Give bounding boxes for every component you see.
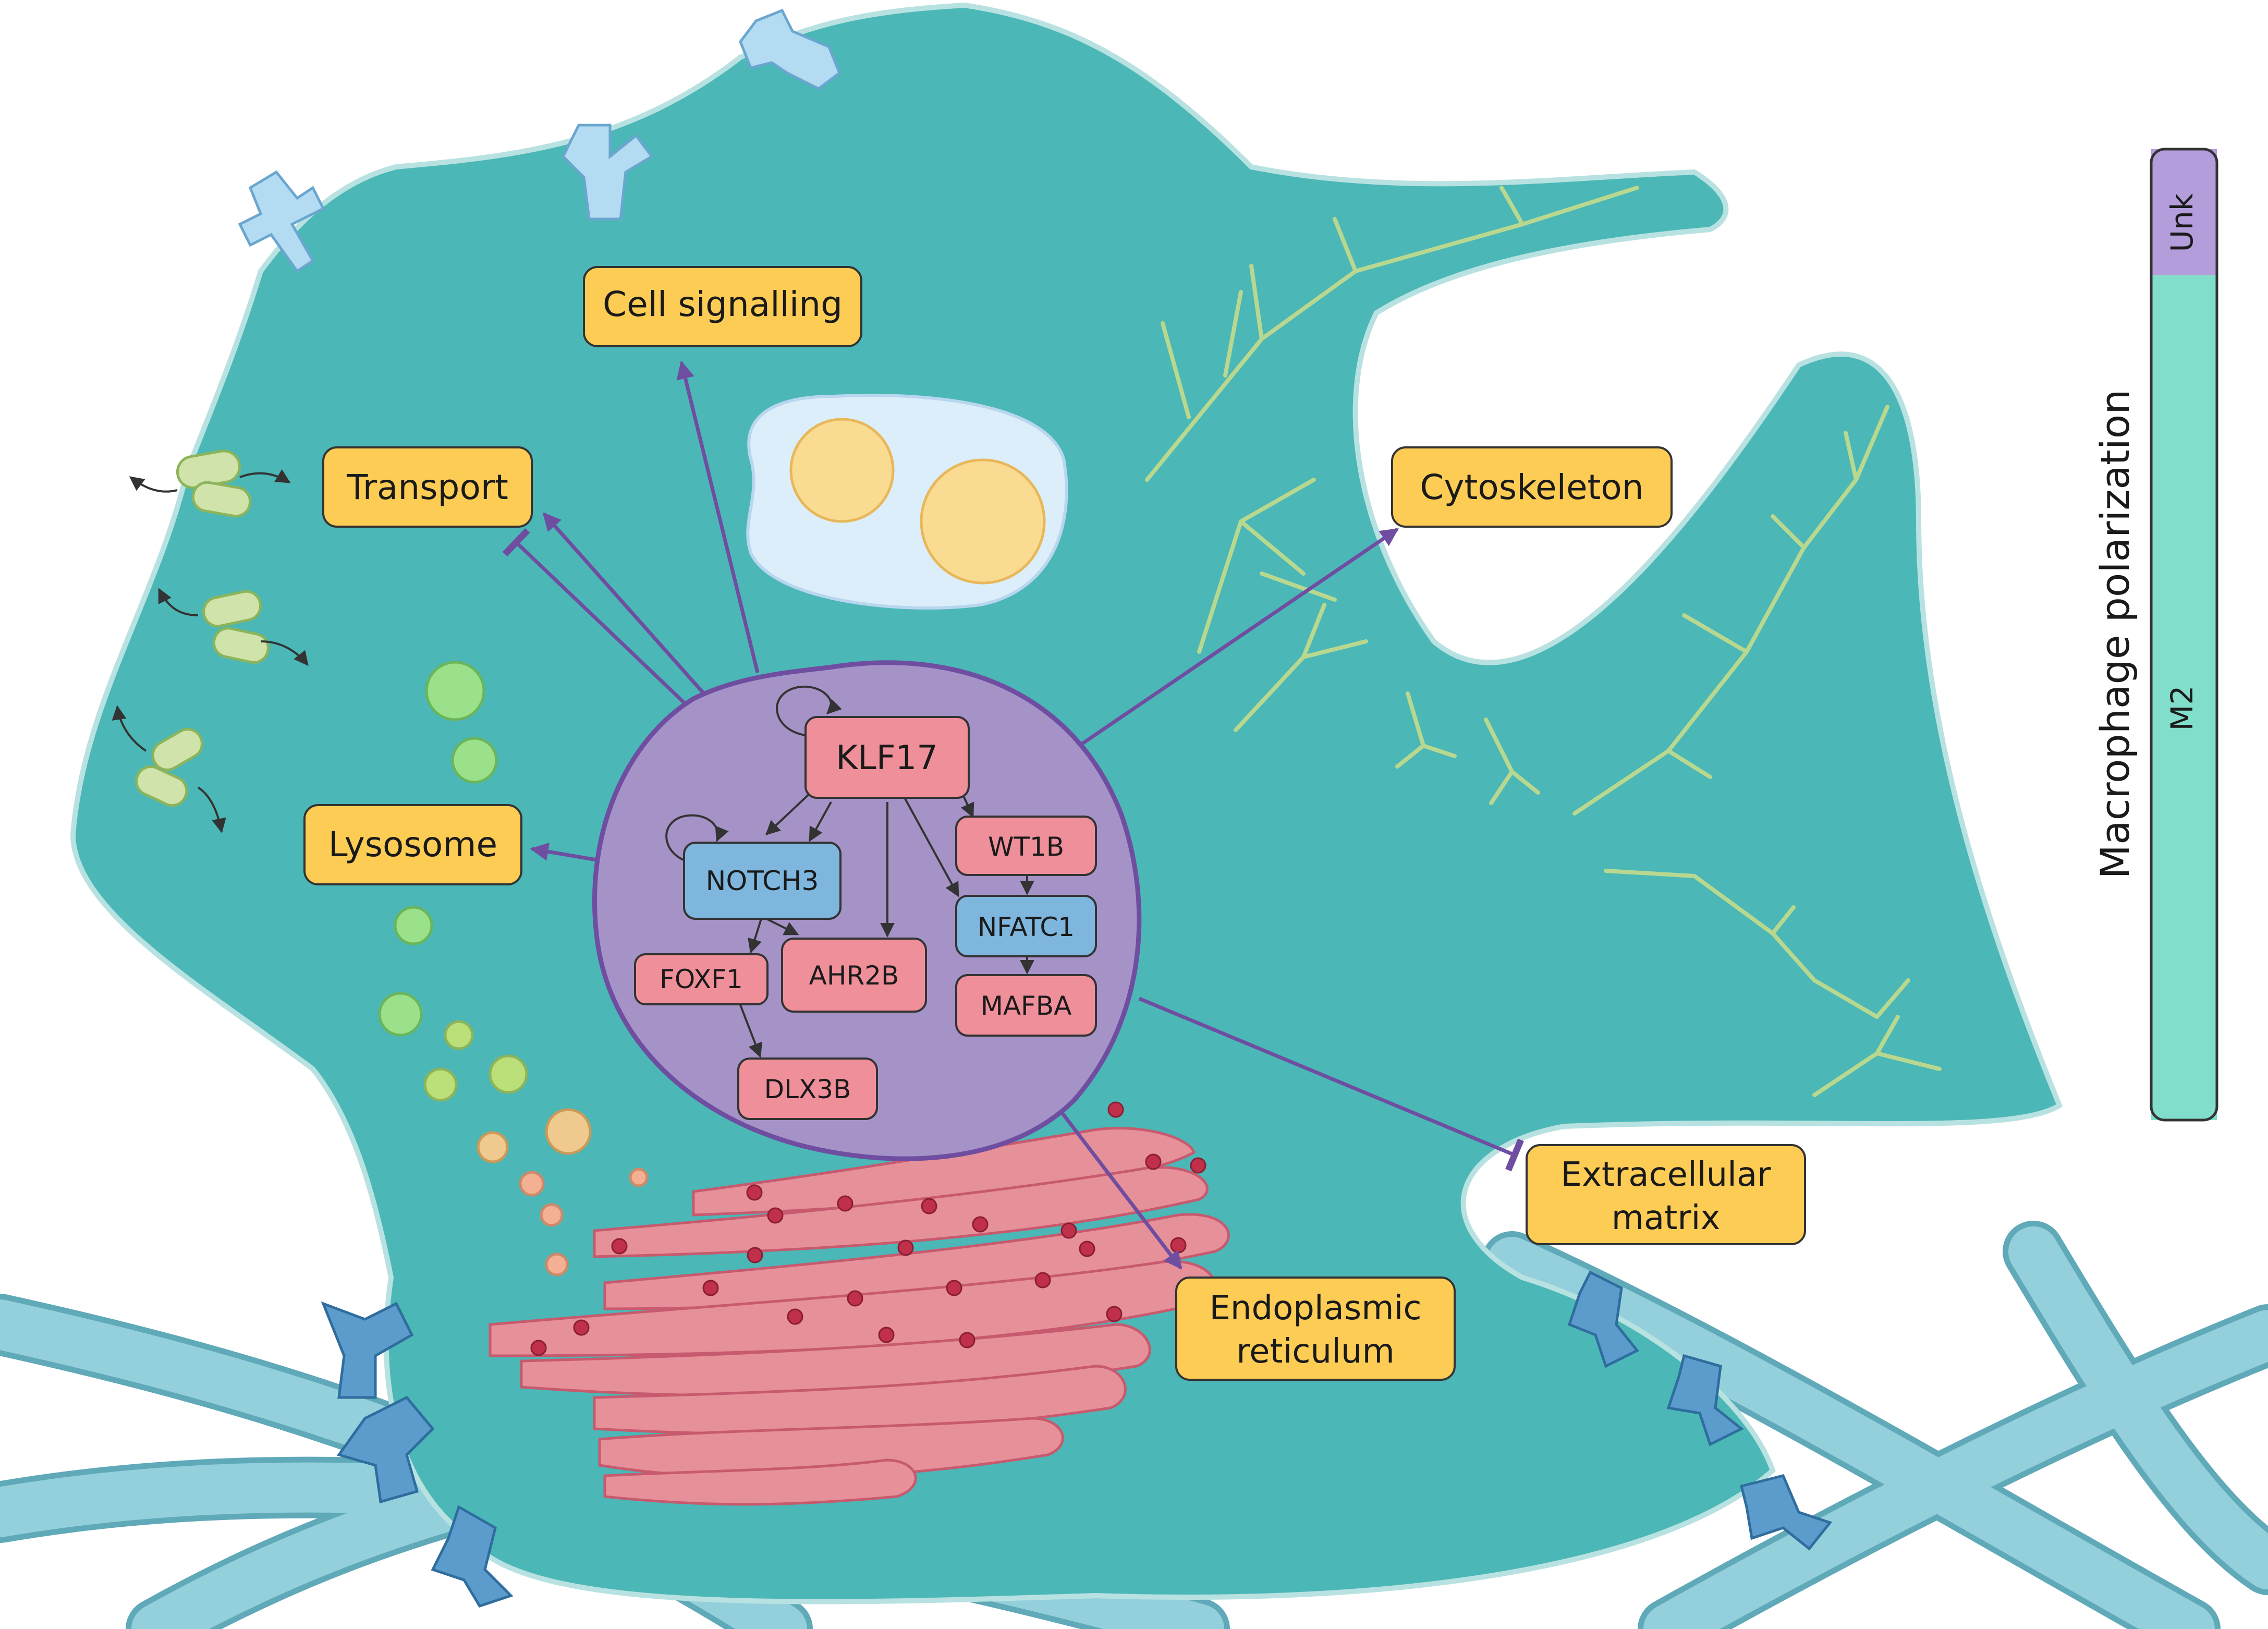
regulation-arrows	[502, 360, 1524, 1270]
notch3-self-loop	[665, 814, 729, 864]
svg-text:Cytoskeleton: Cytoskeleton	[1420, 467, 1643, 507]
svg-text:AHR2B: AHR2B	[809, 961, 899, 991]
function-box-lysosome: Lysosome	[303, 804, 522, 885]
polarization-segment-m2	[2151, 275, 2217, 1120]
function-box-cytoskeleton: Cytoskeleton	[1391, 446, 1673, 528]
svg-text:matrix: matrix	[1612, 1199, 1721, 1237]
svg-text:WT1B: WT1B	[988, 832, 1064, 862]
gene-nfatc1: NFATC1	[955, 895, 1097, 957]
gene-dlx3b: DLX3B	[737, 1057, 878, 1120]
svg-text:NOTCH3: NOTCH3	[705, 866, 819, 897]
gene-mafba: MAFBA	[955, 974, 1097, 1037]
cytoskeleton-filaments	[1145, 186, 1942, 1097]
endoplasmic-reticulum-organelle	[489, 1101, 1230, 1506]
membrane-transporters	[112, 449, 309, 833]
inhibition-of-extracellular-matrix	[1138, 996, 1524, 1172]
klf17-self-loop	[776, 685, 842, 736]
polarization-bar-outline	[2150, 148, 2218, 1122]
arrow-to-cytoskeleton	[1078, 528, 1399, 747]
svg-text:KLF17: KLF17	[836, 739, 938, 777]
gene-foxf1: FOXF1	[634, 953, 769, 1005]
arrow-to-cell-signalling	[676, 360, 760, 673]
arrow-to-lysosome	[530, 843, 600, 862]
inhibition-of-transport	[502, 528, 690, 708]
function-box-endoplasmic-reticulum: Endoplasmic reticulum	[1175, 1277, 1456, 1381]
gene-wt1b: WT1B	[955, 816, 1097, 876]
gene-ahr2b: AHR2B	[781, 938, 927, 1013]
phagosome-vacuole	[746, 394, 1068, 610]
svg-text:Lysosome: Lysosome	[328, 824, 497, 865]
gene-klf17: KLF17	[804, 716, 970, 799]
polarization-label-m2: M2	[2164, 686, 2200, 731]
polarization-title: Macrophage polarization	[2092, 390, 2138, 879]
polarization-bar: Unk M2 Macrophage polarization	[2092, 148, 2218, 1122]
svg-text:NFATC1: NFATC1	[978, 912, 1075, 942]
integrin-receptors	[321, 1270, 1833, 1608]
polarization-label-unk: Unk	[2164, 193, 2200, 252]
arrow-to-endoplasmic-reticulum	[1057, 1107, 1182, 1270]
svg-text:Endoplasmic: Endoplasmic	[1209, 1289, 1421, 1328]
arrow-to-transport	[542, 512, 705, 695]
svg-text:Cell signalling: Cell signalling	[603, 284, 843, 324]
function-box-transport: Transport	[322, 446, 533, 528]
svg-text:FOXF1: FOXF1	[660, 964, 743, 994]
lysosome-vesicles	[378, 661, 649, 1277]
svg-text:MAFBA: MAFBA	[981, 991, 1072, 1021]
gene-notch3: NOTCH3	[683, 842, 842, 920]
function-box-extracellular-matrix: Extracellular matrix	[1526, 1144, 1806, 1245]
svg-text:Transport: Transport	[346, 467, 508, 507]
svg-text:reticulum: reticulum	[1236, 1332, 1395, 1371]
gene-network-edges	[665, 685, 1034, 1058]
svg-text:Extracellular: Extracellular	[1561, 1156, 1772, 1194]
polarization-segment-unk	[2151, 149, 2217, 276]
surface-receptors	[238, 8, 842, 273]
function-box-cell-signalling: Cell signalling	[583, 266, 862, 347]
svg-text:DLX3B: DLX3B	[764, 1074, 851, 1104]
